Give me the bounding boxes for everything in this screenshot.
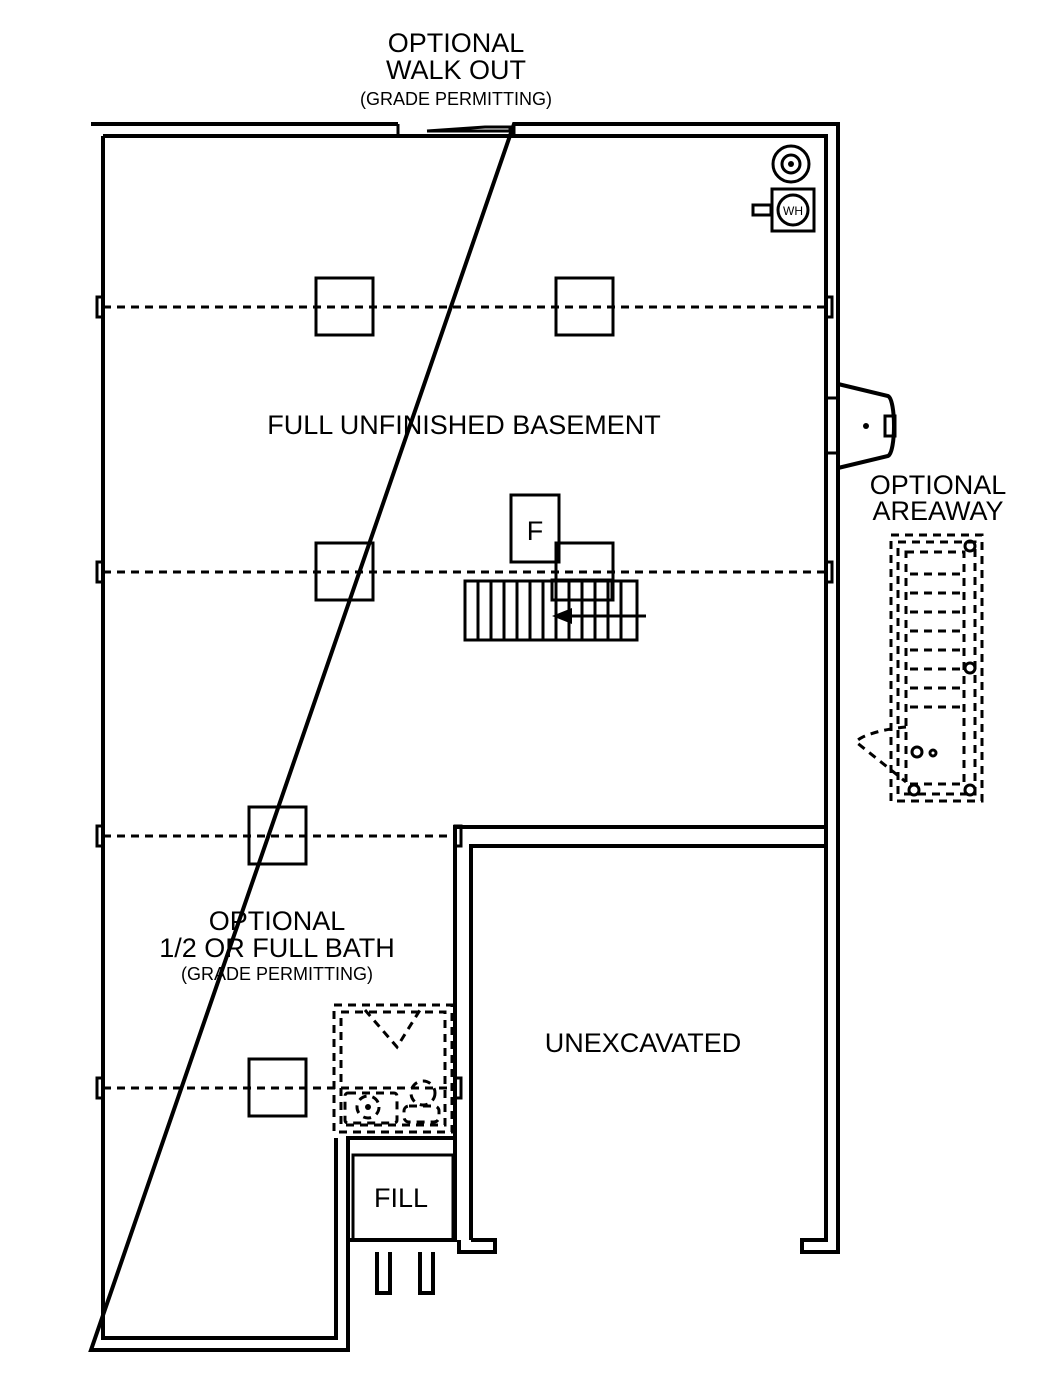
walkout-label-line1: OPTIONAL xyxy=(388,28,525,58)
bath-label-line1: OPTIONAL xyxy=(209,906,346,936)
beam-lines xyxy=(95,295,834,1100)
areaway-label-line1: OPTIONAL xyxy=(870,470,1007,500)
unexcavated-label: UNEXCAVATED xyxy=(545,1028,742,1058)
walkout-label-line2: WALK OUT xyxy=(386,55,526,85)
column-pad xyxy=(247,805,308,866)
bath-label-line3: (GRADE PERMITTING) xyxy=(181,964,373,984)
furnace-label: F xyxy=(527,516,544,546)
column-pad xyxy=(554,276,615,337)
fill-area: FILL xyxy=(351,1153,455,1242)
optional-bath xyxy=(332,1003,454,1134)
mechanical-equipment: WH xyxy=(751,144,816,233)
water-heater-icon: WH xyxy=(751,187,816,233)
column-pad xyxy=(314,276,375,337)
optional-areaway xyxy=(853,533,984,803)
unexcavated-walls xyxy=(346,844,826,1350)
walkout-label-line3: (GRADE PERMITTING) xyxy=(360,89,552,109)
furnace: F xyxy=(509,493,561,564)
walkout-label: OPTIONAL WALK OUT (GRADE PERMITTING) xyxy=(360,28,552,109)
fill-label: FILL xyxy=(374,1183,428,1213)
column-pad xyxy=(247,1057,308,1118)
stair-direction-arrow-icon xyxy=(552,608,572,624)
basement-label: FULL UNFINISHED BASEMENT xyxy=(267,410,661,440)
bath-label: OPTIONAL 1/2 OR FULL BATH (GRADE PERMITT… xyxy=(159,906,395,984)
bath-label-line2: 1/2 OR FULL BATH xyxy=(159,933,395,963)
areaway-label-line2: AREAWAY xyxy=(872,496,1003,526)
areaway-door xyxy=(837,382,897,470)
areaway-label: OPTIONAL AREAWAY xyxy=(870,470,1007,526)
stairs xyxy=(463,578,646,642)
sump-pump-icon xyxy=(771,144,811,184)
water-heater-label: WH xyxy=(783,204,803,218)
column-pads xyxy=(247,276,615,1118)
column-pad xyxy=(314,541,375,602)
